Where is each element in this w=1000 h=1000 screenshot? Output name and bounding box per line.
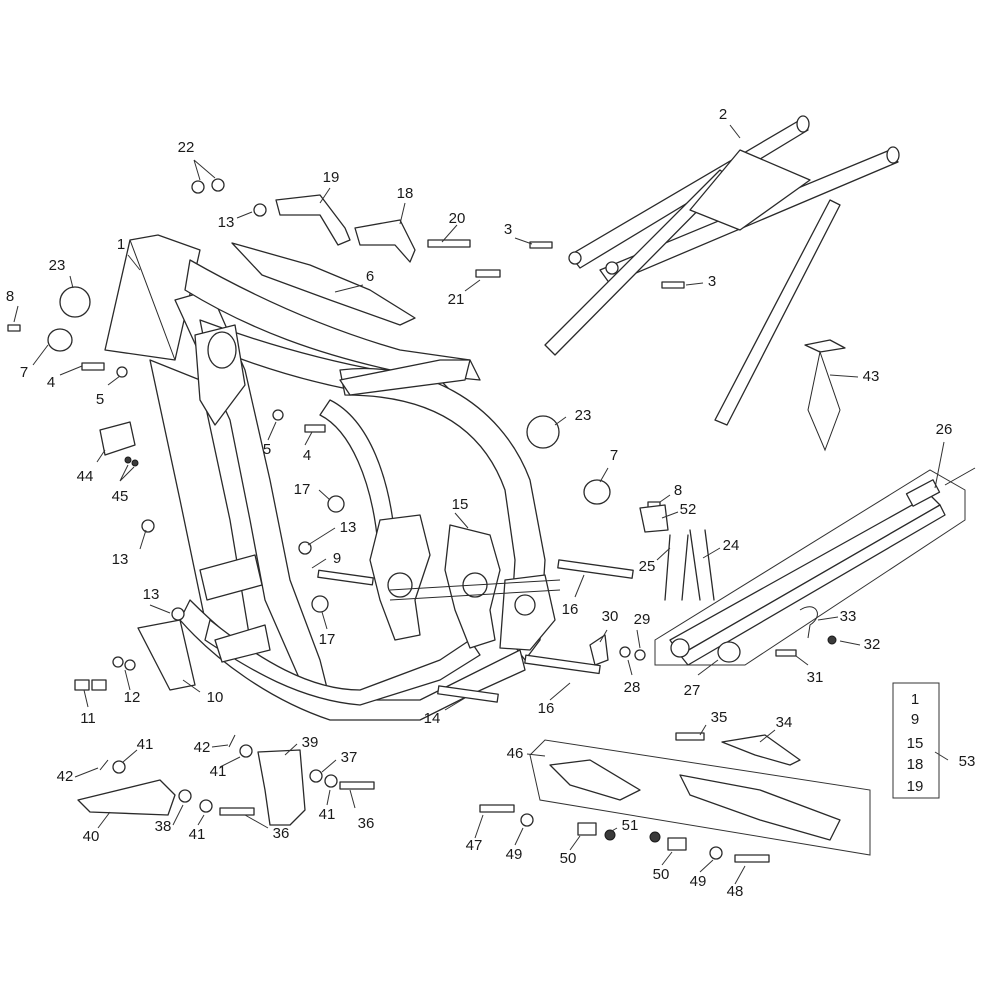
callout: 25	[639, 558, 656, 575]
callout: 7	[20, 364, 28, 381]
callout: 49	[506, 846, 523, 863]
callout-labels: 1 2 3 3 4 4 5 5 6 7 7 8 8 9 10 11 12 13 …	[6, 106, 976, 900]
callout: 5	[263, 441, 271, 458]
kit-item: 15	[907, 735, 924, 752]
callout: 34	[776, 714, 793, 731]
callout: 12	[124, 689, 141, 706]
callout: 20	[449, 210, 466, 227]
callout: 23	[575, 407, 592, 424]
callout: 37	[341, 749, 358, 766]
callout: 49	[690, 873, 707, 890]
rear-subframe	[544, 115, 900, 426]
callout: 53	[959, 753, 976, 770]
kit-item: 9	[911, 711, 919, 728]
callout: 23	[49, 257, 66, 274]
callout: 42	[57, 768, 74, 785]
callout: 48	[727, 883, 744, 900]
callout: 22	[178, 139, 195, 156]
callout: 29	[634, 611, 651, 628]
callout: 28	[624, 679, 641, 696]
callout: 7	[610, 447, 618, 464]
callout: 17	[319, 631, 336, 648]
callout: 52	[680, 501, 697, 518]
callout: 42	[194, 739, 211, 756]
callout: 1	[117, 236, 125, 253]
callout: 36	[358, 815, 375, 832]
callout: 38	[155, 818, 172, 835]
callout: 46	[507, 745, 524, 762]
callout: 41	[189, 826, 206, 843]
callout: 32	[864, 636, 881, 653]
callout: 27	[684, 682, 701, 699]
swingarm-bar	[669, 467, 976, 666]
callout: 8	[6, 288, 14, 305]
kit-item: 1	[911, 691, 919, 708]
callout: 47	[466, 837, 483, 854]
callout: 45	[112, 488, 129, 505]
callout: 19	[323, 169, 340, 186]
callout: 6	[366, 268, 374, 285]
callout: 35	[711, 709, 728, 726]
kit-53-box	[892, 682, 940, 799]
callout: 50	[560, 850, 577, 867]
callout: 11	[80, 710, 96, 727]
callout: 41	[319, 806, 336, 823]
callout: 16	[562, 601, 579, 618]
callout: 41	[137, 736, 154, 753]
callout: 15	[452, 496, 469, 513]
callout: 4	[303, 447, 311, 464]
callout: 13	[218, 214, 235, 231]
callout: 26	[936, 421, 953, 438]
callout: 10	[207, 689, 224, 706]
leader-lines	[13, 124, 949, 885]
callout: 21	[448, 291, 465, 308]
main-frame	[104, 234, 561, 721]
callout: 43	[863, 368, 880, 385]
callout: 8	[674, 482, 682, 499]
callout: 3	[708, 273, 716, 290]
callout: 44	[77, 468, 94, 485]
callout: 36	[273, 825, 290, 842]
kit-item: 18	[907, 756, 924, 773]
callout: 39	[302, 734, 319, 751]
callout: 24	[723, 537, 740, 554]
callout: 33	[840, 608, 857, 625]
callout: 41	[210, 763, 227, 780]
swingarm-box	[654, 469, 966, 666]
callout: 5	[96, 391, 104, 408]
callout: 13	[112, 551, 129, 568]
callout: 50	[653, 866, 670, 883]
callout: 51	[622, 817, 639, 834]
callout: 30	[602, 608, 619, 625]
callout: 16	[538, 700, 555, 717]
callout: 14	[424, 710, 441, 727]
callout: 3	[504, 221, 512, 238]
callout: 9	[333, 550, 341, 567]
callout: 18	[397, 185, 414, 202]
small-parts	[7, 178, 871, 863]
callout: 13	[143, 586, 160, 603]
callout: 17	[294, 481, 311, 498]
callout: 40	[83, 828, 100, 845]
callout: 4	[47, 374, 55, 391]
callout: 13	[340, 519, 357, 536]
callout: 31	[807, 669, 824, 686]
kit-item: 19	[907, 778, 924, 795]
callout: 2	[719, 106, 727, 123]
